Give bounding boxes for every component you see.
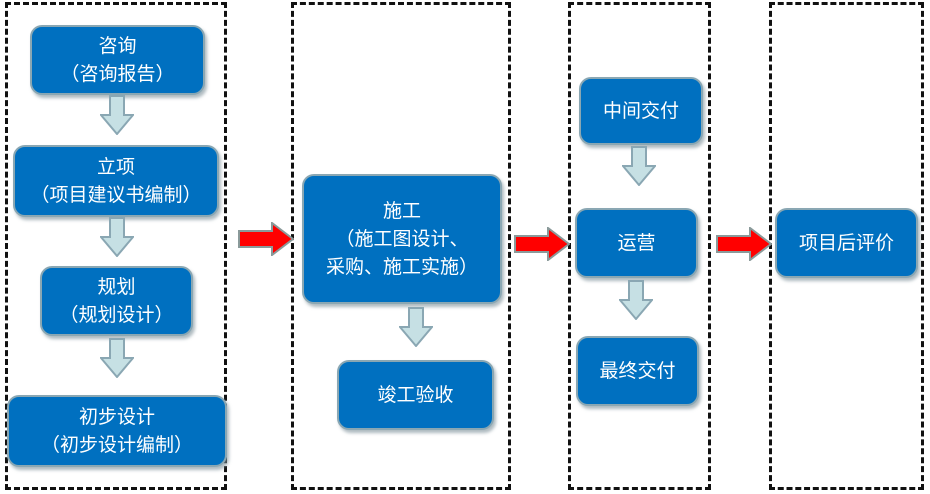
node-title: 规划 [97, 276, 136, 298]
stage-1-group [5, 2, 227, 490]
node-title: 初步设计 [78, 406, 155, 428]
down-arrow-icon [399, 307, 433, 347]
node-construction[interactable]: 施工 （施工图设计、 采购、施工实施） [302, 174, 502, 304]
node-title: 施工 [382, 200, 421, 222]
down-arrow-icon [100, 217, 134, 257]
down-arrow-icon [622, 146, 656, 186]
node-planning[interactable]: 规划 （规划设计） [40, 266, 193, 336]
down-arrow-icon [619, 280, 653, 320]
node-post-evaluation[interactable]: 项目后评价 [775, 208, 918, 278]
right-arrow-icon [514, 227, 570, 261]
stage-4-group [769, 2, 924, 490]
stage-2-group [291, 2, 511, 490]
node-title: 竣工验收 [377, 384, 454, 406]
node-operation[interactable]: 运营 [575, 208, 698, 278]
node-title: 立项 [96, 156, 135, 178]
node-completion-acceptance[interactable]: 竣工验收 [337, 360, 494, 430]
node-project-approval[interactable]: 立项 （项目建议书编制） [13, 145, 219, 217]
node-title: 最终交付 [599, 360, 676, 382]
node-consulting[interactable]: 咨询 （咨询报告） [30, 25, 205, 95]
node-preliminary-design[interactable]: 初步设计 （初步设计编制） [7, 395, 227, 467]
node-subtitle: （施工图设计、 [335, 228, 469, 250]
down-arrow-icon [100, 95, 134, 135]
node-title: 项目后评价 [798, 232, 894, 254]
node-subtitle: （项目建议书编制） [30, 184, 202, 206]
node-title: 运营 [617, 232, 656, 254]
stage-3-group [568, 2, 711, 490]
down-arrow-icon [100, 338, 134, 378]
node-title: 中间交付 [602, 100, 679, 122]
node-subtitle: （咨询报告） [60, 63, 175, 85]
node-subtitle: （初步设计编制） [40, 434, 193, 456]
right-arrow-icon [716, 227, 772, 261]
node-interim-delivery[interactable]: 中间交付 [579, 77, 703, 145]
node-final-delivery[interactable]: 最终交付 [576, 336, 699, 406]
node-subtitle-2: 采购、施工实施） [325, 256, 478, 278]
node-title: 咨询 [98, 35, 137, 57]
node-subtitle: （规划设计） [59, 304, 174, 326]
right-arrow-icon [238, 222, 294, 256]
